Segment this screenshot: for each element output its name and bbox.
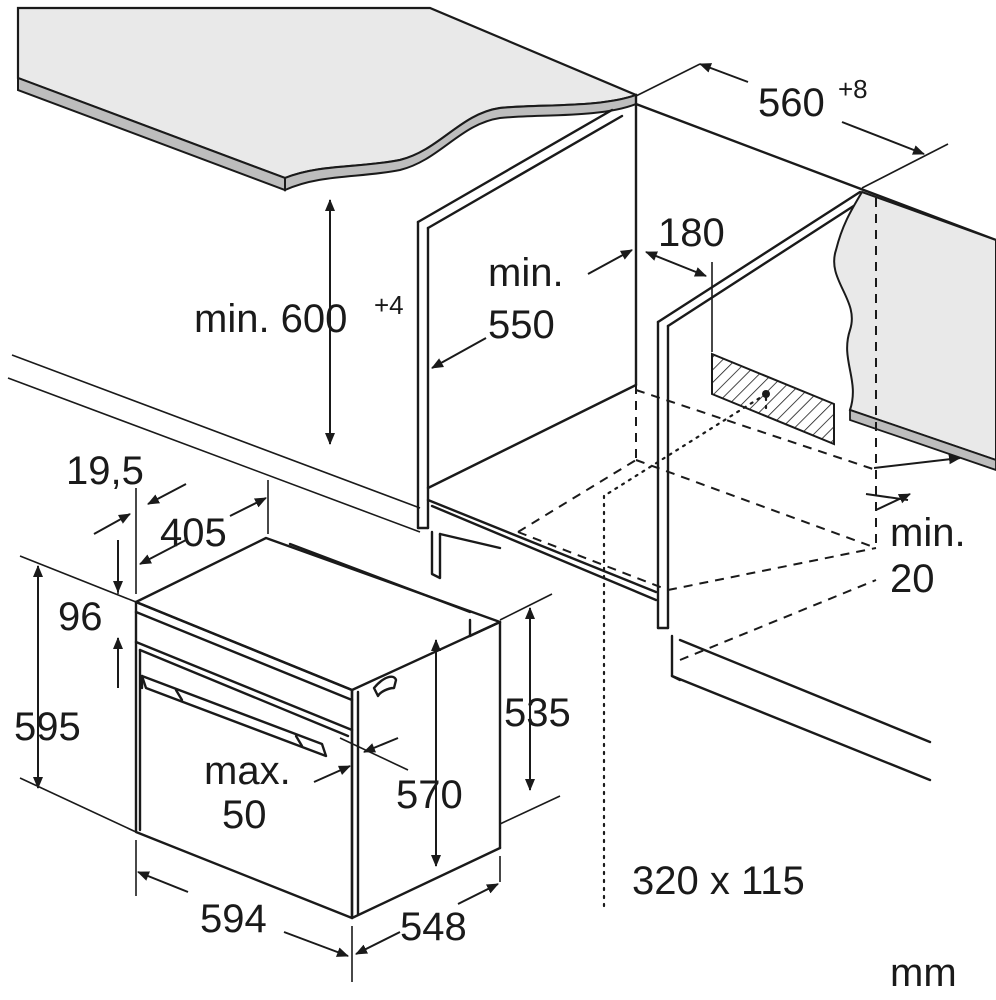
dimension-lines xyxy=(19,63,961,982)
label-back-offset: 180 xyxy=(658,211,725,255)
label-top-depth: 405 xyxy=(160,511,227,555)
label-gap-min: min. xyxy=(890,511,966,555)
label-unit: mm xyxy=(890,951,957,995)
label-panel-height: 96 xyxy=(58,595,103,639)
cabinet xyxy=(416,108,932,782)
label-handle-max: max. xyxy=(204,749,291,793)
dimension-labels: 560 +8 min. 600 +4 min. 550 180 min. 20 … xyxy=(14,74,966,995)
label-cabinet-height-tol: +4 xyxy=(374,290,404,320)
label-gap-value: 20 xyxy=(890,557,935,601)
right-wall xyxy=(833,190,996,471)
oven xyxy=(134,536,502,920)
label-inner-height: 570 xyxy=(396,773,463,817)
label-cabinet-height: min. 600 xyxy=(194,297,347,341)
label-cabinet-width: 560 xyxy=(758,81,825,125)
label-oven-depth: 548 xyxy=(400,905,467,949)
label-cabinet-width-tol: +8 xyxy=(838,74,868,104)
label-opening: 320 x 115 xyxy=(632,859,805,903)
label-oven-width: 594 xyxy=(200,897,267,941)
back-wall-lines xyxy=(7,93,996,533)
label-depth-value: 550 xyxy=(488,303,555,347)
label-oven-height: 595 xyxy=(14,705,81,749)
label-handle-value: 50 xyxy=(222,793,267,837)
label-depth-min: min. xyxy=(488,251,564,295)
label-front-offset: 19,5 xyxy=(66,449,144,493)
hidden-lines xyxy=(517,198,877,661)
vent-opening xyxy=(602,352,835,908)
label-body-height: 535 xyxy=(504,691,571,735)
